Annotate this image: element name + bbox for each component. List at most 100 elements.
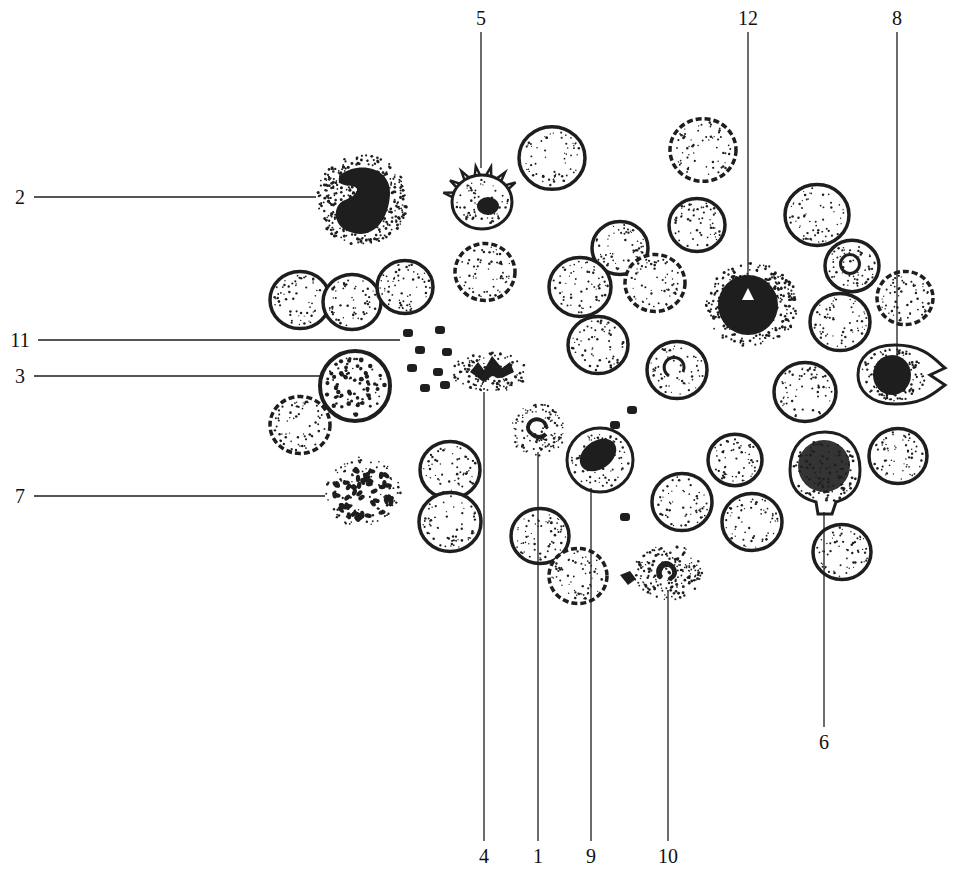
stipple-dot <box>832 335 833 336</box>
stipple-dot <box>516 546 518 548</box>
stipple-dot <box>296 402 297 403</box>
stipple-dot <box>318 416 320 418</box>
stipple-dot <box>801 385 803 387</box>
stipple-dot <box>593 570 596 573</box>
stipple-dot <box>398 208 400 210</box>
stipple-dot <box>714 227 716 229</box>
stipple-dot <box>702 375 704 377</box>
stipple-dot <box>756 460 758 462</box>
stipple-dot <box>380 234 382 236</box>
stipple-dot <box>696 495 698 497</box>
stipple-dot <box>598 300 600 302</box>
stipple-dot <box>535 173 537 175</box>
stipple-dot <box>664 391 666 393</box>
stipple-dot <box>597 591 598 592</box>
stipple-dot <box>489 294 491 296</box>
stipple-dot <box>856 279 858 281</box>
granulocyte <box>317 154 408 245</box>
stipple-dot <box>576 550 578 552</box>
stipple-dot <box>799 227 800 228</box>
stipple-dot <box>461 502 462 503</box>
stipple-dot <box>580 340 582 342</box>
stipple-dot <box>665 514 667 516</box>
stipple-dot <box>293 418 295 420</box>
stipple-dot <box>401 189 404 192</box>
stipple-dot <box>521 543 522 544</box>
stipple-dot <box>651 290 652 291</box>
stipple-dot <box>785 382 786 383</box>
stipple-dot <box>578 593 579 594</box>
stipple-dot <box>672 278 673 279</box>
cell-outline <box>455 244 515 301</box>
stipple-dot <box>907 449 909 451</box>
stipple-dot <box>825 335 827 337</box>
stipple-dot <box>451 543 453 545</box>
stipple-dot <box>635 272 637 274</box>
stipple-dot <box>796 389 797 390</box>
stipple-dot <box>666 304 668 306</box>
stipple-dot <box>839 535 841 537</box>
stipple-dot <box>674 346 675 347</box>
stipple-dot <box>754 466 756 468</box>
stipple-dot <box>642 300 643 301</box>
stipple-dot <box>795 395 797 397</box>
stipple-dot <box>927 291 929 293</box>
stipple-dot <box>748 459 749 460</box>
stipple-dot <box>535 163 537 165</box>
stipple-dot <box>726 474 727 475</box>
stipple-dot <box>833 259 834 260</box>
stipple-dot <box>831 235 833 237</box>
stipple-dot <box>416 287 417 288</box>
stipple-dot <box>678 479 681 482</box>
stipple-dot <box>696 208 698 210</box>
stipple-dot <box>285 298 287 300</box>
stipple-dot <box>654 370 655 371</box>
stipple-dot <box>712 227 714 229</box>
stipple-dot <box>882 466 884 468</box>
stipple-dot <box>680 347 682 349</box>
stipple-dot <box>843 284 845 286</box>
stipple-dot <box>675 288 677 290</box>
stipple-dot <box>455 536 457 538</box>
stipple-dot <box>716 147 718 149</box>
stipple-dot <box>829 309 831 311</box>
stipple-dot <box>517 529 518 530</box>
stipple-dot <box>864 282 866 284</box>
stipple-dot <box>580 311 582 313</box>
stipple-dot <box>544 136 545 137</box>
stipple-dot <box>573 172 575 174</box>
stipple-dot <box>887 447 889 449</box>
stipple-dot <box>728 153 730 155</box>
stipple-dot <box>391 229 393 231</box>
stipple-dot <box>827 554 829 556</box>
stipple-dot <box>557 529 558 530</box>
stipple-dot <box>924 311 926 313</box>
stipple-dot <box>560 531 562 533</box>
stipple-dot <box>922 286 923 287</box>
stipple-dot <box>820 336 822 338</box>
stipple-dot <box>305 438 307 440</box>
cell-outline <box>669 198 725 251</box>
stipple-dot <box>282 286 284 288</box>
stipple-dot <box>467 458 469 460</box>
stipple-dot <box>684 516 685 517</box>
stipple-dot <box>401 209 403 211</box>
stipple-dot <box>285 433 287 435</box>
stipple-dot <box>839 527 841 529</box>
stipple-dot <box>716 239 718 241</box>
stipple-dot <box>454 480 455 481</box>
stipple-dot <box>903 435 905 437</box>
stipple-dot <box>641 243 642 244</box>
stipple-dot <box>509 263 510 264</box>
stipple-dot <box>448 480 450 482</box>
stipple-dot <box>496 253 498 255</box>
stipple-dot <box>316 290 318 292</box>
stipple-dot <box>393 200 396 203</box>
red-cell <box>270 397 330 454</box>
stipple-dot <box>365 154 367 156</box>
stipple-dot <box>300 320 301 321</box>
stipple-dot <box>434 459 436 461</box>
stipple-dot <box>326 195 329 198</box>
stipple-dot <box>688 154 690 156</box>
